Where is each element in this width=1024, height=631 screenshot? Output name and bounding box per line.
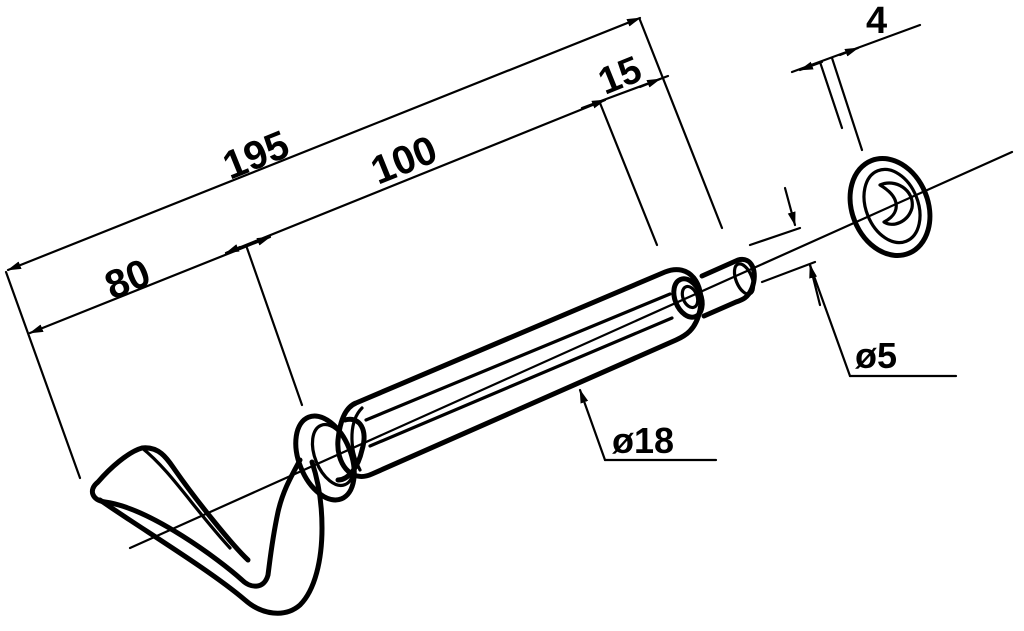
dim-text-195: 195 bbox=[217, 123, 295, 189]
tip-pin bbox=[699, 256, 757, 319]
dim-text-dia18: ø18 bbox=[612, 420, 674, 461]
dim-text-15: 15 bbox=[593, 49, 648, 104]
hook-handle bbox=[89, 445, 325, 616]
collar bbox=[293, 413, 367, 503]
dim-text-dia5: ø5 bbox=[855, 335, 897, 376]
dimension-lines bbox=[4, 16, 958, 480]
washer bbox=[847, 156, 933, 258]
dim-text-100: 100 bbox=[365, 128, 443, 194]
dim-line-100 bbox=[224, 98, 607, 255]
dim-text-4: 4 bbox=[866, 0, 887, 42]
shaft bbox=[335, 267, 705, 479]
dim-text-80: 80 bbox=[99, 251, 157, 308]
dim-line-195 bbox=[6, 16, 642, 272]
centerline bbox=[128, 150, 1014, 550]
